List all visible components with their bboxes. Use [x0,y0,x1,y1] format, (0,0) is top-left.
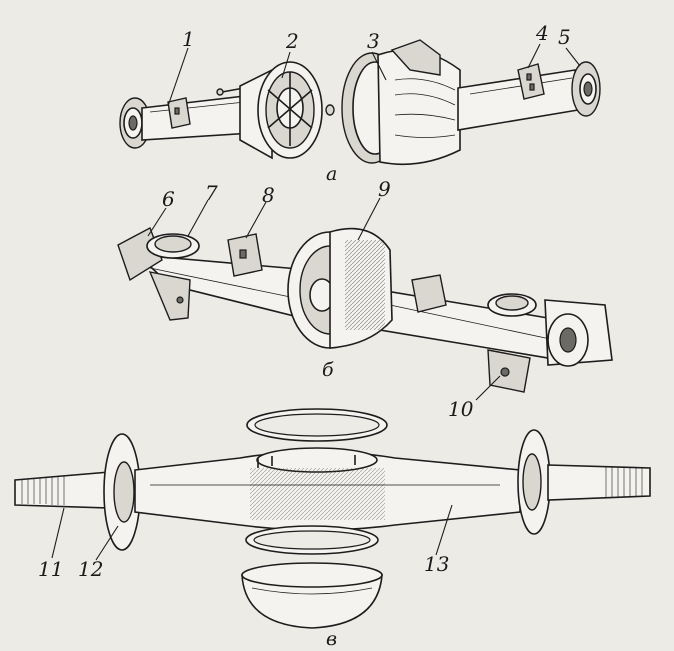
label-9: 9 [378,177,391,201]
label-6: 6 [162,187,175,211]
label-8: 8 [262,183,275,207]
label-7: 7 [205,181,218,205]
leader-lines [51,43,581,561]
label-4: 4 [535,21,549,45]
label-11: 11 [38,557,63,581]
label-13: 13 [424,552,449,576]
label-2: 2 [285,29,299,53]
label-12: 12 [78,557,103,581]
figure-sublabels: а б в [322,163,337,650]
label-3: 3 [367,29,380,53]
assembly-c [14,408,651,629]
sublabel-b: б [322,359,334,381]
bowl-cover [241,574,383,629]
shaft-11 [14,471,111,509]
assembly-a [119,39,601,166]
bracket-4 [517,63,545,100]
label-5: 5 [558,25,571,49]
right-shaft-c [547,464,651,501]
part-labels: 1 2 3 4 5 6 7 8 9 10 11 12 13 [38,21,571,581]
sublabel-c: в [326,628,337,650]
label-10: 10 [448,397,474,421]
sublabel-a: а [326,163,337,185]
right-tube-a [457,69,579,131]
label-1: 1 [182,27,195,51]
assembly-b [117,227,613,393]
